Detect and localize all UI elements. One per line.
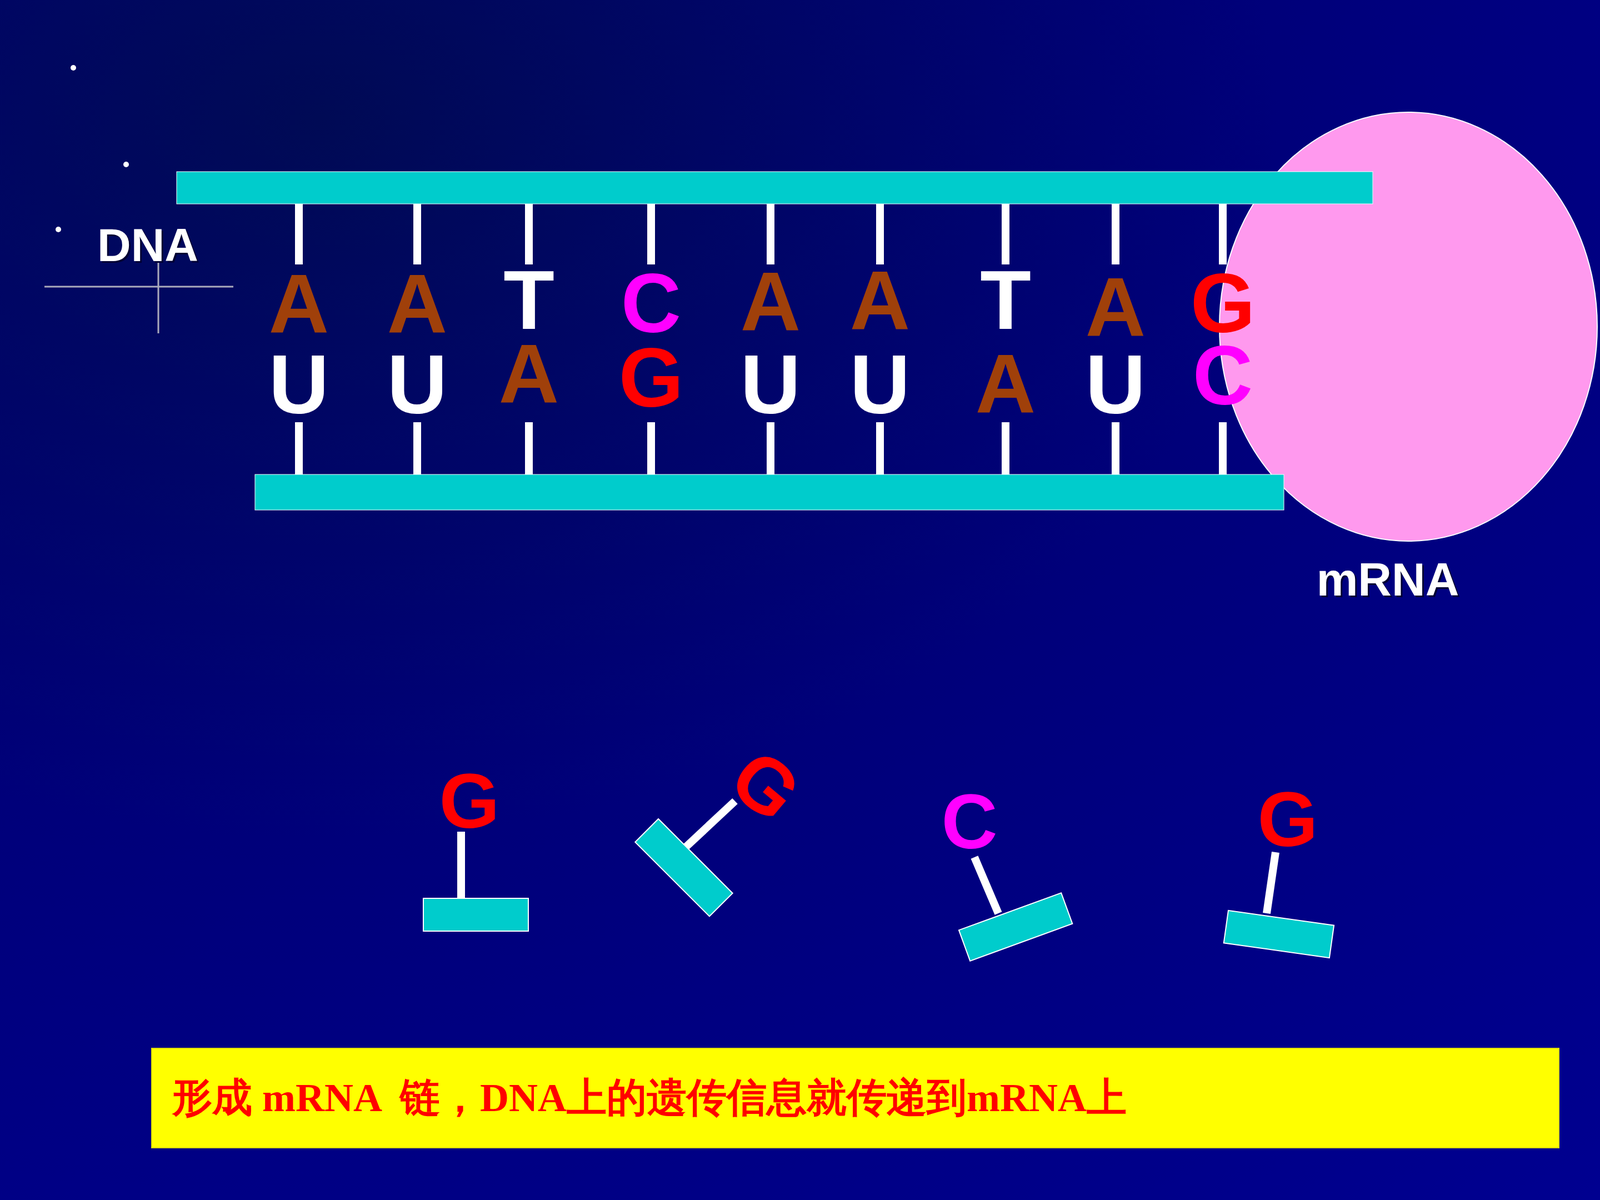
dna-base: A [740, 259, 801, 343]
caption-box: 形成 mRNA 链，DNA上的遗传信息就传递到mRNA上 [151, 1047, 1560, 1149]
mrna-label: mRNA [1316, 556, 1460, 603]
base-stick [876, 203, 884, 265]
free-nucleotides [423, 801, 1334, 962]
base-stick [1111, 203, 1120, 265]
mrna-base: U [740, 342, 801, 427]
mrna-base: U [387, 342, 448, 427]
base-stick [413, 203, 422, 265]
mrna-base: G [618, 336, 684, 420]
base-stick [525, 203, 533, 265]
base-stick [1218, 422, 1227, 475]
caption-text: 形成 mRNA 链，DNA上的遗传信息就传递到mRNA上 [172, 1076, 1127, 1120]
base-stick [1001, 203, 1010, 265]
base-stick [295, 203, 303, 265]
base-stick [295, 422, 303, 475]
base-stick [766, 203, 775, 265]
dna-base: A [387, 261, 448, 345]
base-stick [647, 203, 655, 265]
dna-base: A [268, 261, 329, 345]
base-stick [413, 422, 422, 475]
dna-base: T [503, 258, 555, 342]
base-stick [1001, 422, 1010, 475]
free-base: G [439, 762, 500, 840]
base-sticks [298, 203, 1223, 475]
mrna-base: A [975, 341, 1036, 425]
dna-base: T [980, 258, 1032, 342]
dna-top-strand [176, 171, 1373, 204]
mrna-strand [255, 474, 1284, 510]
mrna-base: A [498, 331, 559, 415]
base-stick [1111, 422, 1120, 475]
mrna-base: U [1085, 342, 1146, 427]
base-stick [766, 422, 775, 475]
free-base: C [941, 782, 998, 861]
base-stick [876, 422, 884, 475]
base-stick [1218, 203, 1227, 265]
mrna-base: U [850, 342, 910, 427]
dna-label: DNA [97, 221, 199, 269]
mrna-base: U [268, 342, 329, 427]
dna-base: A [850, 258, 910, 342]
mrna-base: C [1192, 333, 1253, 418]
dna-base: G [1190, 261, 1256, 345]
base-stick [647, 422, 655, 475]
base-stick [525, 422, 533, 475]
dna-base: A [1085, 265, 1146, 349]
free-base: G [1257, 780, 1319, 859]
dna-base: C [621, 261, 682, 345]
